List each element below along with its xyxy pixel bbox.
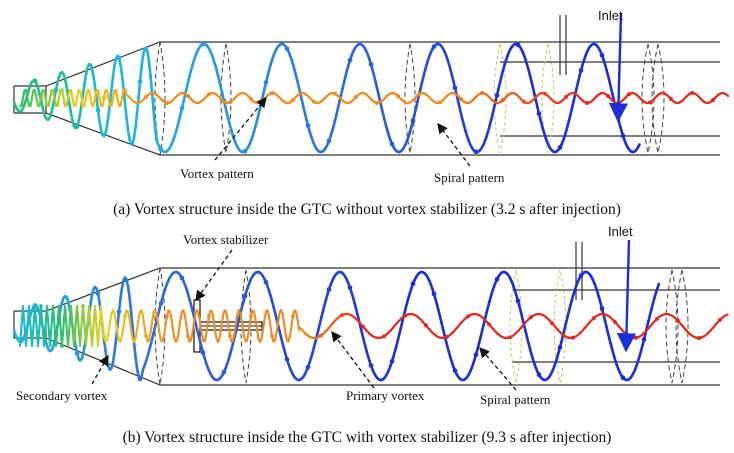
spiral-pattern-label-a: Spiral pattern [434, 170, 505, 185]
inlet-arrow-a [608, 13, 629, 123]
vortex-pattern-label: Vortex pattern [180, 166, 254, 181]
core-vortex-a [18, 88, 730, 108]
primary-vortex-label: Primary vortex [346, 388, 425, 403]
caption-b: (b) Vortex structure inside the GTC with… [123, 429, 612, 446]
vortex-stabilizer-label: Vortex stabilizer [183, 232, 269, 247]
inlet-label-a: Inlet [598, 8, 623, 23]
spiral-pattern-label-b: Spiral pattern [480, 392, 551, 407]
vortex-pattern-arrow [214, 96, 267, 161]
secondary-vortex-label: Secondary vortex [16, 388, 108, 403]
core-vortex-b [18, 304, 729, 348]
caption-a: (a) Vortex structure inside the GTC with… [113, 201, 621, 218]
inlet-arrow-b [616, 239, 637, 353]
spiral-pattern-arrow-b [479, 347, 517, 391]
primary-vortex-arrow [331, 330, 375, 389]
vortex-stabilizer-arrow [195, 249, 233, 302]
panel-a: Inlet Vortex pattern Spiral pattern (a) … [12, 8, 730, 218]
panel-b: Inlet Vortex stabilizer Secondary vortex… [12, 224, 729, 446]
vortex-path-b [12, 270, 661, 382]
spiral-pattern-arrow-a [437, 122, 471, 167]
chamber-outline-a [13, 15, 720, 156]
secondary-vortex-arrow [91, 354, 109, 385]
inlet-label-b: Inlet [608, 224, 633, 239]
